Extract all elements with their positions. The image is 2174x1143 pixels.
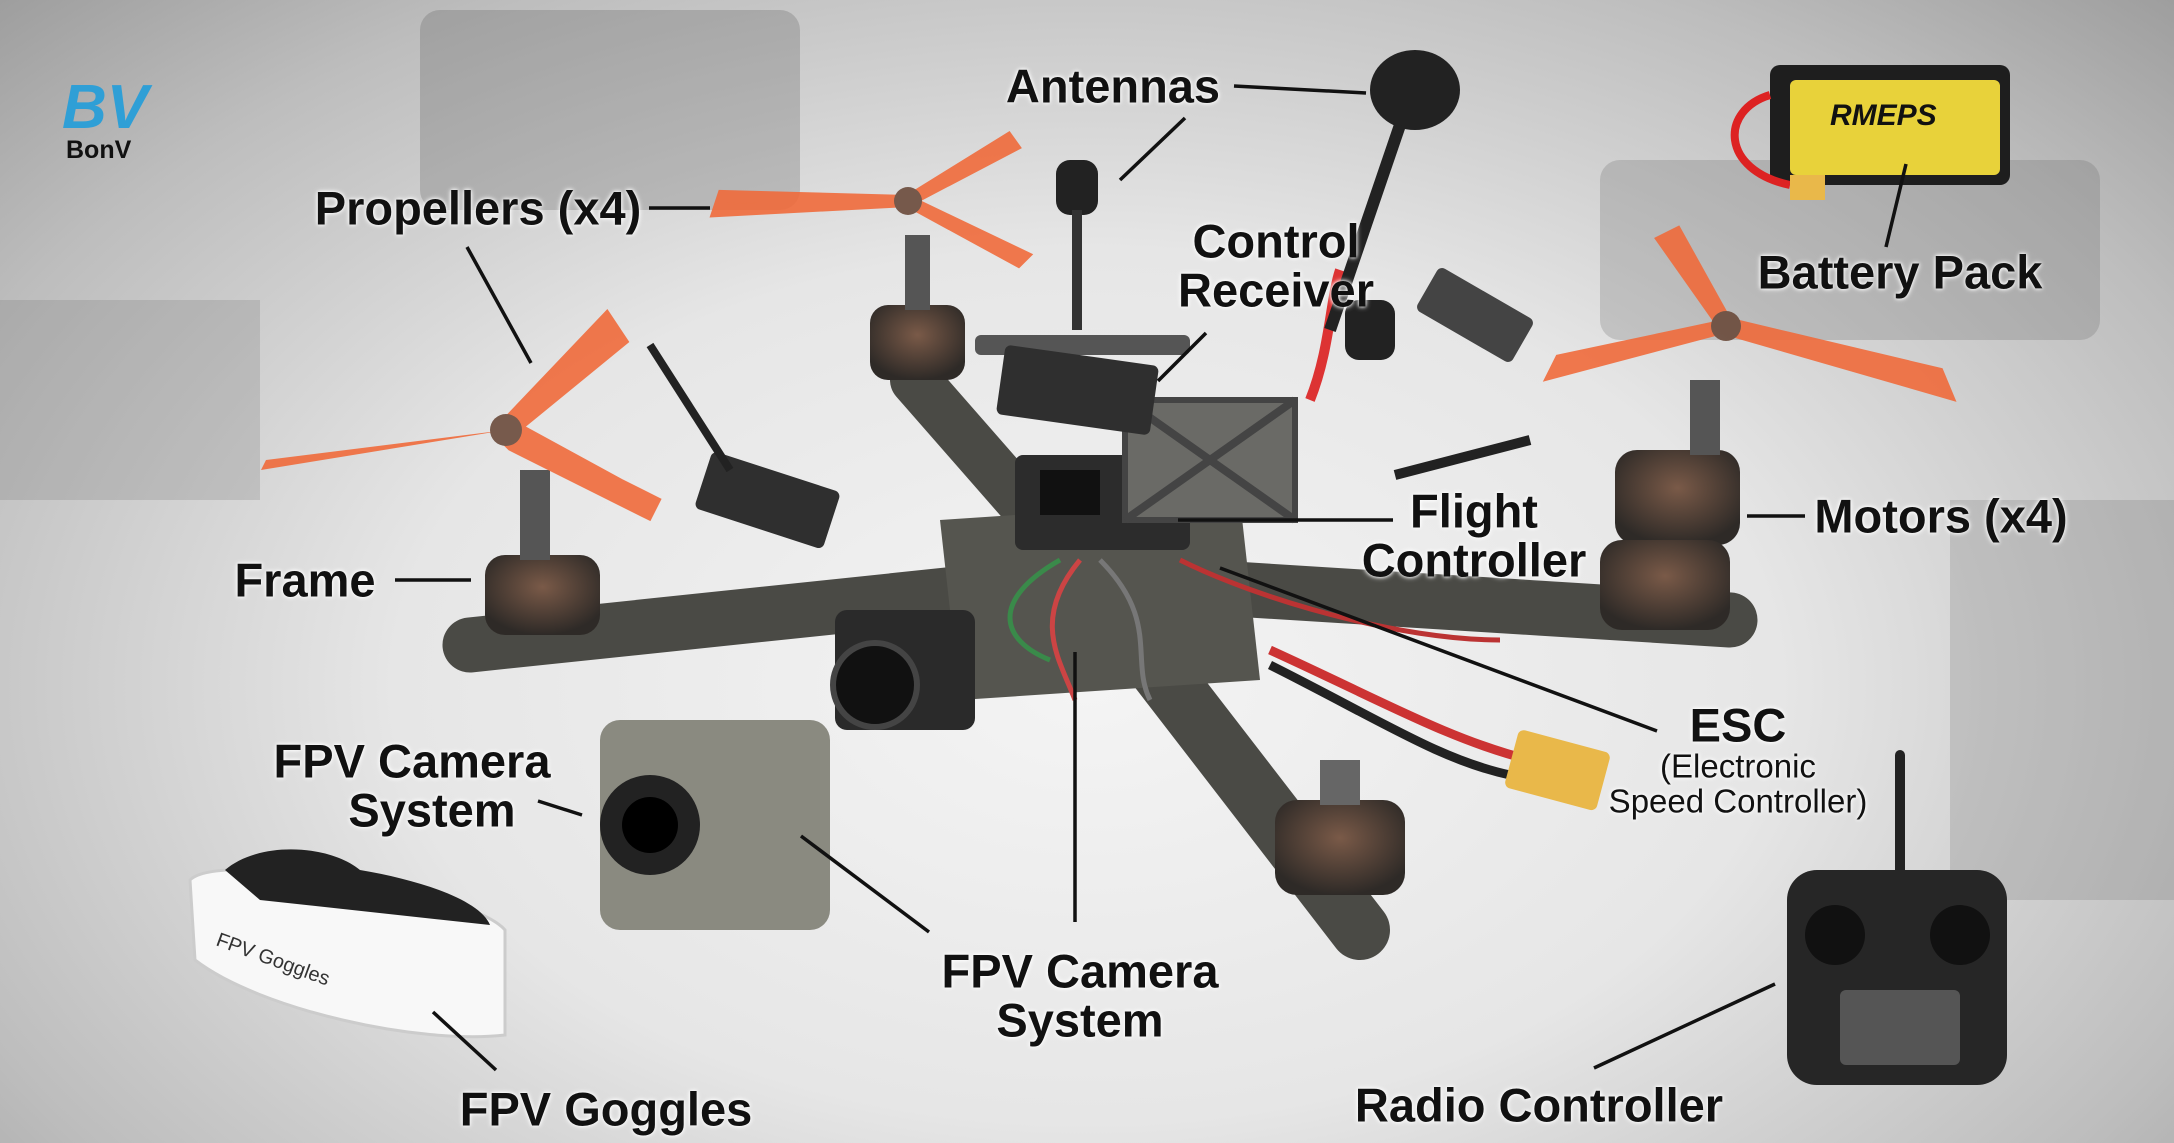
- motor: [485, 470, 600, 635]
- xt60-connector: [1505, 730, 1610, 811]
- label-line: FPV Camera: [941, 944, 1219, 998]
- flight-controller-stack: [1015, 396, 1298, 550]
- motor: [870, 235, 965, 380]
- motor: [1600, 380, 1740, 630]
- antennas: [975, 50, 1460, 360]
- bonv-logo: BV: [62, 76, 153, 136]
- label-control-receiver: Control Receiver: [1178, 214, 1374, 317]
- label-battery-pack: Battery Pack: [1757, 245, 2043, 299]
- label-radio-controller: Radio Controller: [1354, 1078, 1724, 1132]
- label-frame: Frame: [234, 553, 376, 607]
- leader-lines: [395, 84, 1908, 1072]
- esc-subtitle-line: (Electronic: [1660, 748, 1816, 786]
- label-motors: Motors (x4): [1814, 489, 2068, 543]
- label-fpv-camera-center: FPV Camera System: [941, 944, 1219, 1047]
- logo-name: BonV: [66, 136, 132, 164]
- propellers: [261, 130, 1957, 522]
- fpv-goggles: FPV Goggles: [188, 849, 507, 1039]
- label-antennas: Antennas: [1005, 59, 1221, 113]
- label-line: System: [348, 784, 516, 837]
- esc-subtitle-line: Speed Controller): [1608, 782, 1868, 820]
- label-line: Control: [1192, 214, 1360, 268]
- label-propellers: Propellers (x4): [314, 181, 642, 235]
- wires: [1007, 268, 1532, 780]
- fpv-camera-cage: [600, 720, 830, 930]
- logo-mark: BV: [62, 76, 153, 136]
- battery-brand-text: RMEPS: [1830, 99, 1937, 132]
- motor: [1275, 760, 1405, 895]
- fpv-camera: [830, 610, 975, 730]
- battery-pack: RMEPS: [1730, 65, 2010, 200]
- motors: [485, 235, 1740, 895]
- label-line: System: [996, 994, 1164, 1047]
- label-fpv-camera-left: FPV Camera System: [273, 734, 551, 837]
- label-line: Flight: [1410, 484, 1538, 538]
- label-line: Receiver: [1178, 264, 1374, 317]
- label-line: Controller: [1361, 534, 1587, 587]
- radio-controller: [1787, 750, 2007, 1085]
- label-flight-controller: Flight Controller: [1361, 484, 1587, 587]
- receiver-boards: [646, 268, 1533, 548]
- esc-title: ESC: [1689, 698, 1787, 752]
- label-esc: ESC (Electronic Speed Controller): [1608, 698, 1868, 820]
- label-fpv-goggles: FPV Goggles: [459, 1082, 753, 1136]
- background-blur: [0, 10, 2174, 900]
- label-line: FPV Camera: [273, 734, 551, 788]
